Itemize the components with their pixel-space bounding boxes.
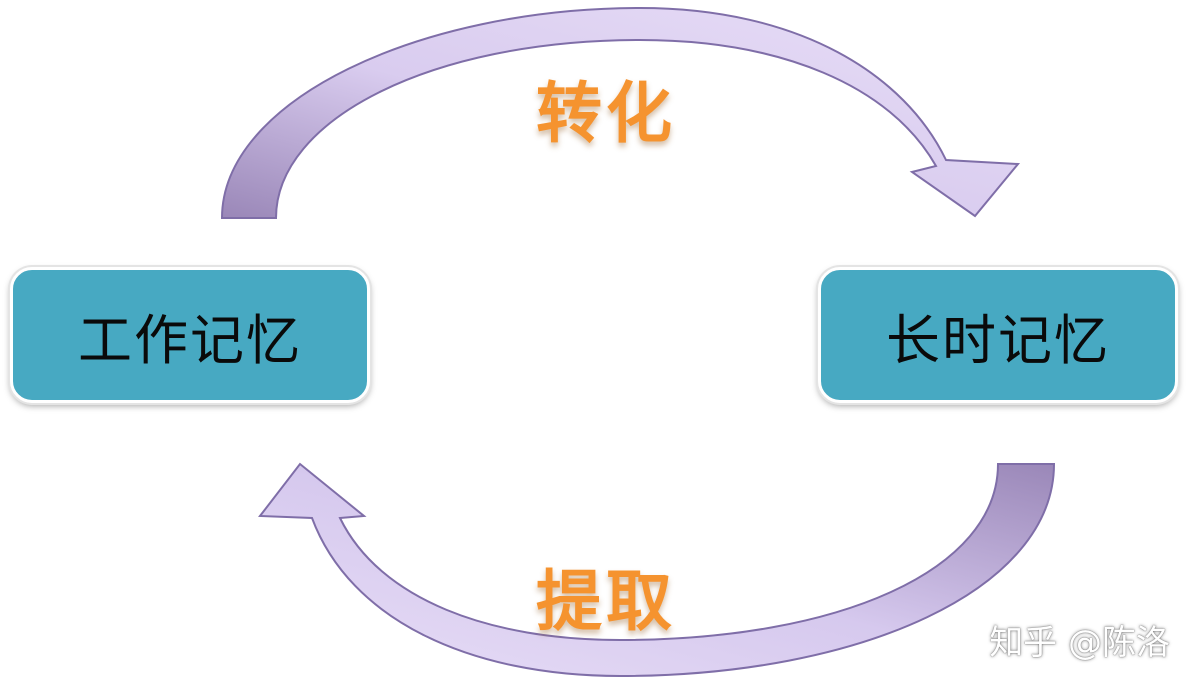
arrow-retrieve <box>258 462 1056 678</box>
node-working-memory-label: 工作记忆 <box>78 308 302 372</box>
edge-label-transform: 转化 <box>534 73 676 155</box>
node-long-term-memory: 长时记忆 <box>818 267 1178 403</box>
arrow-transform <box>220 6 1021 219</box>
node-long-term-memory-label: 长时记忆 <box>886 308 1110 372</box>
watermark: 知乎 @陈洛 <box>989 623 1170 663</box>
edge-label-retrieve: 提取 <box>534 561 676 643</box>
node-working-memory: 工作记忆 <box>10 267 370 403</box>
